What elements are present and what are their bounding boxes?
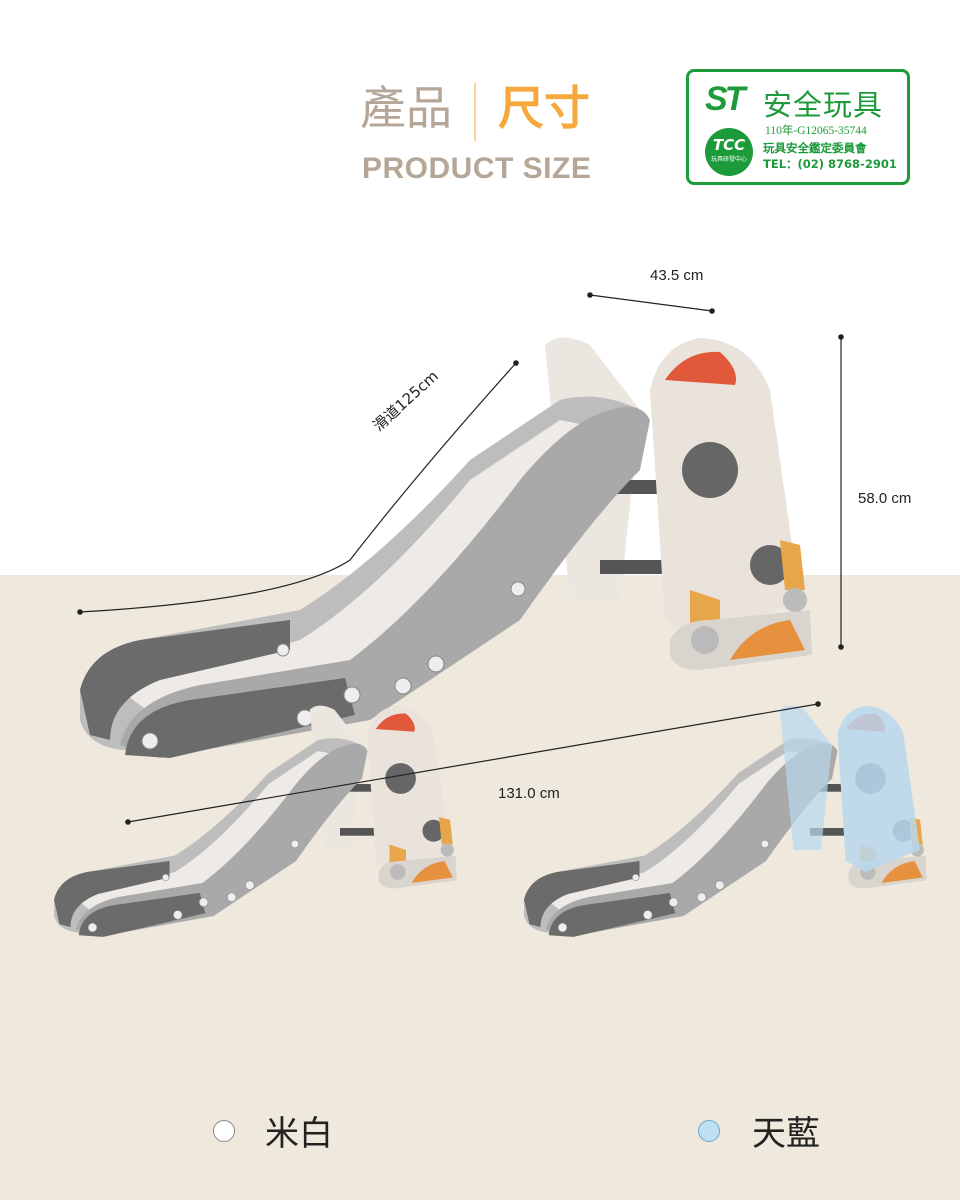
length-label: 131.0 cm xyxy=(498,785,560,802)
width-label: 43.5 cm xyxy=(650,267,704,284)
color-swatch-cream[interactable] xyxy=(213,1120,235,1142)
title-product: 產品 xyxy=(360,81,452,135)
title-divider xyxy=(474,82,476,141)
cert-number: 110年-G12065-35744 xyxy=(765,125,867,137)
cert-tel: TEL：(02) 8768-2901 xyxy=(763,157,897,171)
color-swatch-blue[interactable] xyxy=(698,1120,720,1142)
cert-org: 玩具安全鑑定委員會 xyxy=(763,141,867,155)
safety-certification-badge: ST 安全玩具 110年-G12065-35744 玩具安全鑑定委員會 TEL：… xyxy=(686,69,910,185)
dimension-lines xyxy=(77,292,844,825)
page-title: 產品尺寸 xyxy=(360,80,590,141)
st-logo: ST xyxy=(705,80,745,118)
slide-blue-variant xyxy=(524,706,927,937)
badge-title: 安全玩具 xyxy=(763,88,884,122)
color-label-cream: 米白 xyxy=(265,1114,333,1154)
main-slide-image xyxy=(79,337,813,759)
page-subtitle: PRODUCT SIZE xyxy=(362,152,592,185)
color-label-blue: 天藍 xyxy=(752,1114,820,1154)
title-size: 尺寸 xyxy=(498,81,590,135)
height-label: 58.0 cm xyxy=(858,490,912,507)
